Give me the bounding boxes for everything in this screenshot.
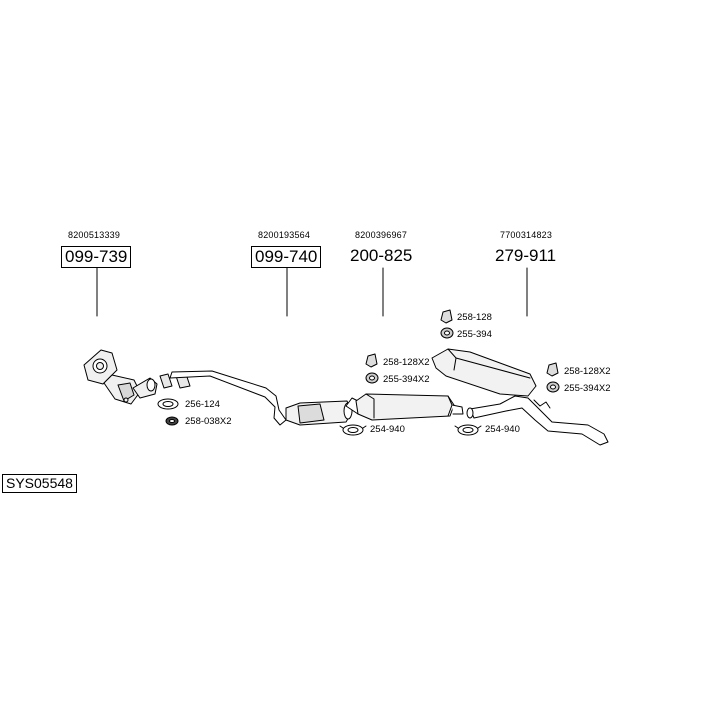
- rear-silencer-part: [431, 348, 609, 446]
- oe-number-front-pipe: 8200193564: [258, 230, 311, 240]
- part-number-front-pipe[interactable]: 099-740: [251, 246, 322, 268]
- part-number-catalyst[interactable]: 099-739: [61, 246, 132, 268]
- clamp-icon-rear: [546, 381, 560, 393]
- label-gasket[interactable]: 256-124: [185, 399, 220, 410]
- clamp-icon-mid: [365, 372, 379, 384]
- catalyst-part: [83, 349, 158, 405]
- label-hanger-rear[interactable]: 258-128X2: [564, 366, 611, 377]
- rubber-mount-icon: [165, 416, 179, 426]
- clamp-icon-top: [440, 327, 454, 339]
- part-number-middle-silencer[interactable]: 200-825: [350, 246, 413, 265]
- oe-number-catalyst: 8200513339: [68, 230, 121, 240]
- clamp-ring-icon-mid: [339, 424, 367, 436]
- label-hanger-top[interactable]: 258-128: [457, 312, 492, 323]
- oe-number-middle-silencer: 8200396967: [355, 230, 408, 240]
- label-clamp-rear[interactable]: 255-394X2: [564, 383, 611, 394]
- hanger-icon-mid: [365, 353, 378, 368]
- label-clamp-ring-mid[interactable]: 254-940: [370, 424, 405, 435]
- system-code-box: SYS05548: [2, 474, 77, 493]
- middle-silencer-part: [345, 393, 464, 421]
- gasket-icon: [157, 398, 179, 410]
- oe-number-rear-silencer: 7700314823: [500, 230, 553, 240]
- front-pipe-part: [159, 370, 353, 426]
- hanger-icon-rear: [546, 362, 559, 377]
- label-clamp-mid[interactable]: 255-394X2: [383, 374, 430, 385]
- clamp-ring-icon-rear: [454, 424, 482, 436]
- hanger-icon-top: [440, 309, 453, 324]
- label-clamp-top[interactable]: 255-394: [457, 329, 492, 340]
- label-mount[interactable]: 258-038X2: [185, 416, 232, 427]
- label-clamp-ring-rear[interactable]: 254-940: [485, 424, 520, 435]
- part-number-rear-silencer[interactable]: 279-911: [495, 246, 557, 265]
- label-hanger-mid[interactable]: 258-128X2: [383, 357, 430, 368]
